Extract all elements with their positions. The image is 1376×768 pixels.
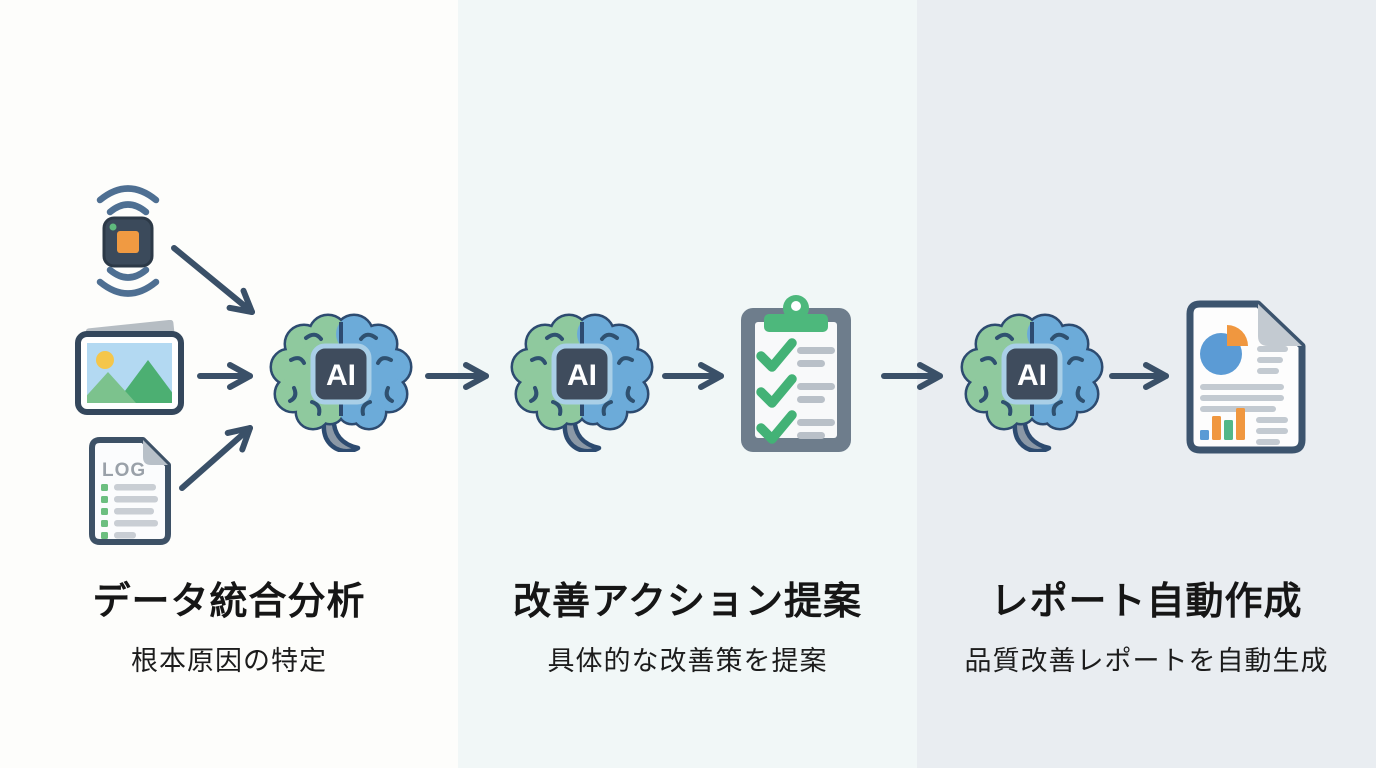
chip-core — [117, 231, 139, 253]
step-2-subtitle: 具体的な改善策を提案 — [547, 646, 828, 676]
step-1-title: データ統合分析 — [92, 581, 366, 623]
ai-brain-icon-2: AI — [507, 312, 657, 452]
mountain-large — [116, 360, 172, 403]
ai-chip-label: AI — [1017, 359, 1047, 392]
photo-icon — [74, 320, 186, 416]
checkmarks — [756, 338, 797, 444]
report-text-lines — [1200, 346, 1288, 445]
log-label: LOG — [102, 460, 146, 481]
step-3-labels: レポート自動作成 品質改善レポートを自動生成 — [917, 580, 1376, 676]
page-fold — [1258, 304, 1302, 346]
step-1-subtitle: 根本原因の特定 — [131, 646, 327, 676]
step-3-subtitle: 品質改善レポートを自動生成 — [964, 646, 1329, 676]
iot-sensor-icon — [88, 180, 168, 304]
log-page — [89, 437, 171, 545]
step-1-labels: データ統合分析 根本原因の特定 — [0, 580, 458, 676]
mountain-small — [87, 372, 136, 403]
log-document-icon: LOG — [88, 436, 176, 546]
step-2-title: 改善アクション提案 — [512, 581, 863, 623]
ai-brain-icon-3: AI — [957, 312, 1107, 452]
ai-chip-label: AI — [326, 359, 356, 392]
log-lines — [114, 484, 158, 539]
report-document-icon — [1184, 300, 1308, 456]
page-fold — [143, 440, 168, 465]
ai-chip-label: AI — [567, 359, 597, 392]
ai-brain-icon-1: AI — [266, 312, 416, 452]
clip-tab — [764, 314, 828, 332]
step-3-title: レポート自動作成 — [990, 581, 1303, 623]
bar-chart-icon — [1200, 408, 1245, 440]
log-bullets — [101, 484, 108, 539]
clip-hole — [791, 301, 801, 311]
signal-waves-icon — [96, 185, 160, 297]
chip-led — [109, 223, 117, 231]
checklist-clipboard-icon — [733, 292, 859, 458]
pie-chart-orange-slice — [1227, 325, 1248, 346]
step-2-labels: 改善アクション提案 具体的な改善策を提案 — [458, 580, 917, 676]
ai-chip — [310, 343, 372, 405]
sun-icon — [96, 351, 114, 369]
brain-folds — [288, 332, 394, 416]
checklist-lines — [797, 347, 835, 439]
